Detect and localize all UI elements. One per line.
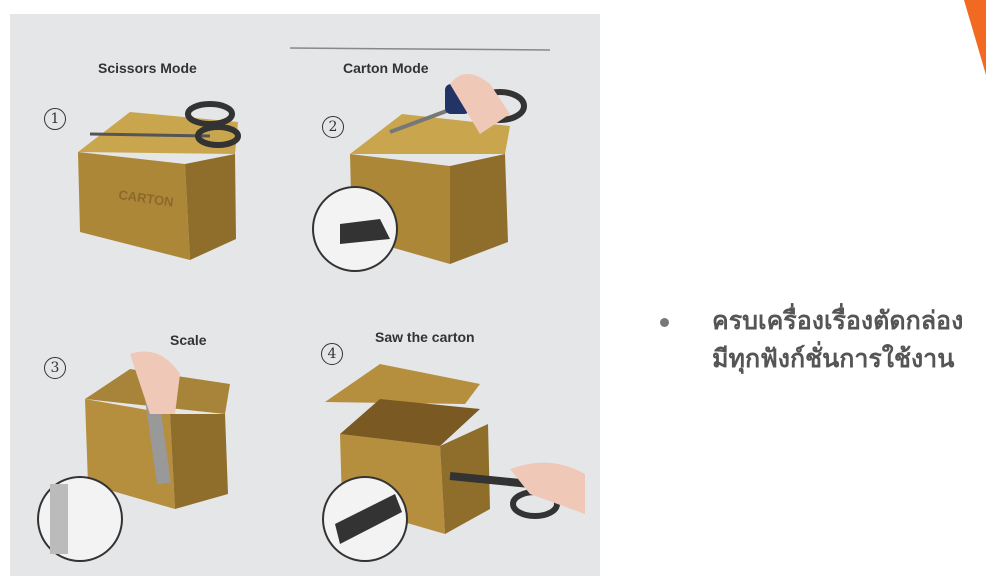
bullet-line-1: ครบเครื่องเรื่องตัดกล่อง — [712, 306, 964, 335]
scissors-modes-illustration: CARTON — [10, 14, 600, 576]
panel-label-saw-the-carton: Saw the carton — [375, 329, 475, 345]
carton-box-2 — [312, 74, 527, 272]
carton-box-3 — [37, 351, 230, 562]
panel-number-2: 2 — [322, 116, 344, 138]
bullet-dot-icon — [660, 318, 669, 327]
panel-number-3: 3 — [44, 357, 66, 379]
bullet-text: ครบเครื่องเรื่องตัดกล่อง มีทุกฟังก์ชั่นก… — [712, 302, 963, 378]
panel-label-carton-mode: Carton Mode — [343, 60, 429, 76]
carton-box-4 — [322, 364, 585, 562]
panel-number-4: 4 — [321, 343, 343, 365]
panel-number-1: 1 — [44, 108, 66, 130]
bullet-line-2: มีทุกฟังก์ชั่นการใช้งาน — [712, 344, 955, 373]
panel-label-scale: Scale — [170, 332, 207, 348]
panel-label-scissors-mode: Scissors Mode — [98, 60, 197, 76]
illustration-drawing: CARTON — [37, 47, 585, 562]
accent-corner — [964, 0, 986, 75]
carton-box-1: CARTON — [78, 101, 241, 260]
